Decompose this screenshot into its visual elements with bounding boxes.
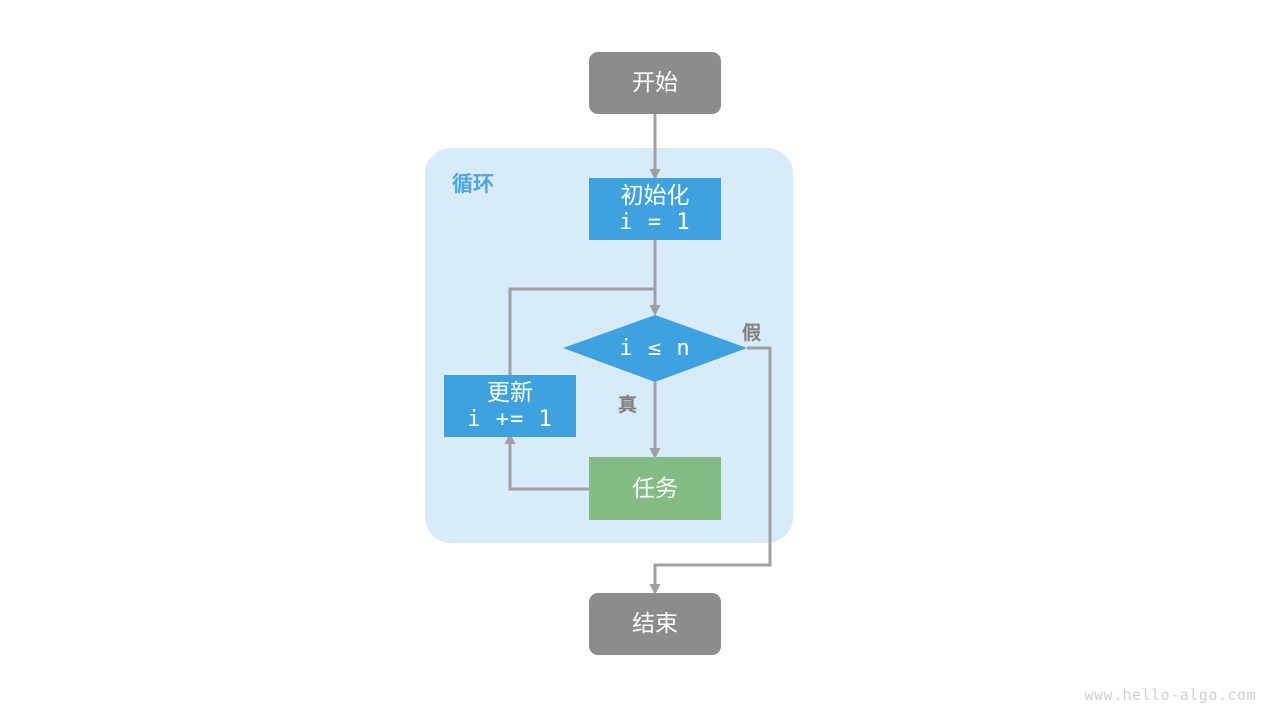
node-condition[interactable]: [563, 315, 747, 382]
arrowhead-to-condition: [649, 305, 661, 316]
node-task[interactable]: [589, 457, 721, 520]
arrow-heads: [504, 169, 661, 595]
edge-task-to-update: [508, 444, 589, 491]
edge-label-false: 假: [742, 323, 762, 344]
arrowhead-to-task: [649, 448, 661, 459]
watermark: www.hello-algo.com: [1084, 686, 1256, 704]
node-start[interactable]: [589, 52, 721, 114]
node-init[interactable]: [589, 178, 721, 240]
arrowhead-to-end: [649, 584, 661, 595]
edge-label-true: 真: [618, 395, 638, 416]
node-end[interactable]: [589, 593, 721, 655]
node-update[interactable]: [444, 375, 576, 437]
edge-condition-false-to-end: [653, 346, 772, 586]
arrowhead-to-init: [649, 169, 661, 180]
loop-container-title: 循环: [452, 173, 494, 196]
edge-update-to-condition: [508, 287, 657, 375]
arrowhead-to-update: [504, 433, 516, 444]
